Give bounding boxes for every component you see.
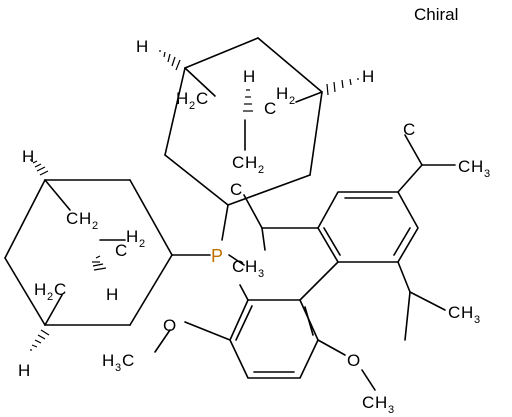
svg-text:3: 3 (484, 168, 490, 180)
svg-text:H: H (245, 257, 257, 276)
svg-text:2: 2 (47, 291, 53, 303)
atom-oxygen-right: O (347, 351, 360, 370)
svg-text:H: H (471, 157, 483, 176)
svg-text:3: 3 (115, 362, 121, 374)
atom-h-left-bottom: H (18, 361, 30, 380)
svg-text:H: H (176, 89, 188, 108)
ch2-label-top-right: H 2 C (264, 84, 295, 118)
ch2-label-left-bottom: H 2 C (34, 280, 66, 303)
svg-text:H: H (276, 84, 288, 103)
svg-text:H: H (126, 227, 138, 246)
svg-text:H: H (79, 209, 91, 228)
ch2-label-top-left: H 2 C (176, 89, 208, 112)
ch3-label-right-2: C H 3 (448, 303, 480, 326)
svg-text:C: C (115, 241, 127, 260)
svg-text:C: C (122, 351, 134, 370)
svg-text:2: 2 (92, 220, 98, 232)
chiral-flag: Chiral (414, 5, 458, 24)
svg-text:C: C (264, 99, 276, 118)
svg-text:H: H (461, 303, 473, 322)
svg-text:H: H (34, 280, 46, 299)
ch2-label-top-bottom: C H 2 (232, 153, 264, 176)
svg-text:H: H (375, 393, 387, 412)
atom-oxygen-left: O (163, 316, 176, 335)
svg-text:C: C (448, 303, 460, 322)
svg-text:C: C (232, 153, 244, 172)
svg-text:H: H (245, 153, 257, 172)
hash-wedge-left-top (30, 159, 49, 176)
atom-phosphorus: P (211, 246, 223, 266)
top-adamantyl: H H H H 2 C H 2 C C H 2 (136, 37, 374, 241)
p-aryl-bond (228, 254, 245, 266)
och3-label-right: C H 3 (362, 393, 394, 416)
hash-wedge-left-mid (92, 255, 107, 271)
methyl-b: C (230, 180, 242, 199)
upper-aryl-ring: C C H 3 C H 3 C H 3 C (230, 120, 490, 341)
atom-h-left-mid: H (106, 285, 118, 304)
hash-wedge-top-mid (243, 89, 253, 112)
svg-text:C: C (196, 89, 208, 108)
hash-wedge-top-right (326, 78, 359, 96)
svg-text:3: 3 (388, 404, 394, 416)
hash-wedge-left-bottom (30, 329, 50, 351)
svg-text:3: 3 (258, 268, 264, 280)
ch2-label-left-top: C H 2 (66, 209, 98, 232)
ch3-label-right-1: C H 3 (458, 157, 490, 180)
lower-aryl-ring: O O H 3 C C H 3 (102, 261, 394, 416)
svg-text:2: 2 (189, 100, 195, 112)
atom-h-top-left: H (136, 37, 148, 56)
atom-h-left-top: H (22, 147, 34, 166)
svg-text:3: 3 (474, 314, 480, 326)
svg-text:C: C (66, 209, 78, 228)
svg-text:C: C (54, 280, 66, 299)
svg-text:2: 2 (289, 95, 295, 107)
svg-text:C: C (232, 257, 244, 276)
hash-wedge-top-left (159, 50, 181, 71)
svg-text:2: 2 (139, 238, 145, 250)
ch3-label-mid: C H 3 (232, 257, 264, 280)
och3-label-left: H 3 C (102, 351, 134, 374)
atom-h-top-mid: H (243, 67, 255, 86)
atom-h-top-right: H (362, 67, 374, 86)
svg-text:2: 2 (258, 164, 264, 176)
ch2-label-left-right: H 2 C (115, 227, 145, 260)
svg-text:H: H (102, 351, 114, 370)
svg-text:C: C (458, 157, 470, 176)
left-adamantyl: H H H C H 2 H 2 C H 2 C (4, 147, 211, 380)
svg-text:C: C (362, 393, 374, 412)
methyl-a: C (403, 120, 415, 139)
